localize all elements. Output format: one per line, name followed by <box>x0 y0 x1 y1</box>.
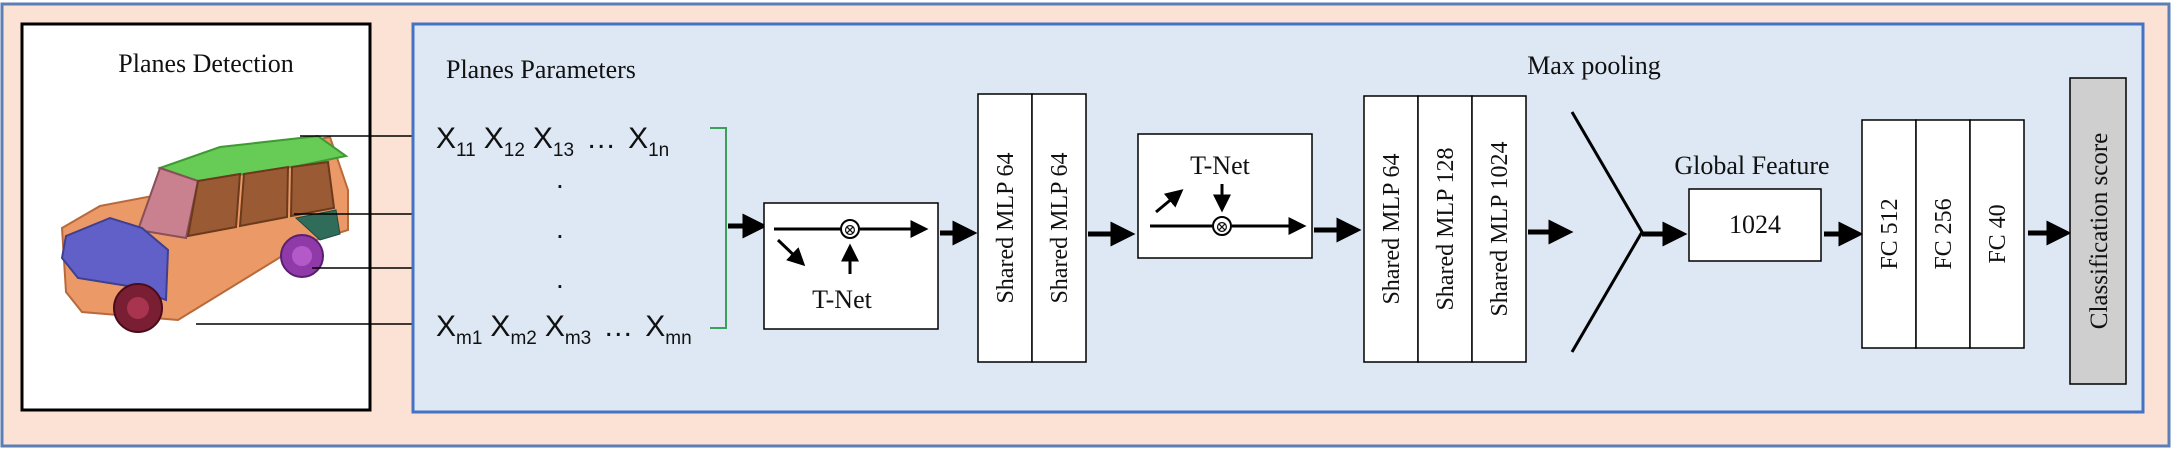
svg-text:⊗: ⊗ <box>1215 219 1228 236</box>
vdot-2: . <box>556 213 564 244</box>
mlp-block-2: Shared MLP 64 Shared MLP 128 Shared MLP … <box>1363 95 1527 363</box>
tnet2-label: T-Net <box>1190 151 1250 180</box>
mlp2-layer-2: Shared MLP 128 <box>1433 147 1459 310</box>
planes-detection-panel: Planes Detection <box>20 22 428 412</box>
mlp2-layer-1: Shared MLP 64 <box>1379 153 1405 304</box>
params-bracket <box>710 127 727 329</box>
fc-layer-3: FC 40 <box>1985 204 2011 263</box>
mlp2-layer-3: Shared MLP 1024 <box>1487 141 1513 316</box>
fc-layer-1: FC 512 <box>1877 198 1903 269</box>
mlp-block-1: Shared MLP 64 Shared MLP 64 <box>977 93 1087 363</box>
planes-detection-title: Planes Detection <box>118 49 293 78</box>
classification-score-block: Classification score <box>2069 77 2127 385</box>
multiply-icon-2 <box>1212 216 1232 236</box>
mlp1-layer-2: Shared MLP 64 <box>1047 152 1073 303</box>
tnet-block-2: T-Net ⊗ <box>1137 133 1313 259</box>
car-illustration <box>60 134 349 333</box>
tnet1-label: T-Net <box>812 285 872 314</box>
fc-block: FC 512 FC 256 FC 40 <box>1861 119 2025 349</box>
vdot-1: . <box>556 163 564 194</box>
global-feature-block: Global Feature 1024 <box>1674 151 1830 262</box>
fc-layer-2: FC 256 <box>1931 198 1957 269</box>
svg-text:⊗: ⊗ <box>843 222 856 239</box>
classification-score-label: Classification score <box>2086 133 2113 329</box>
vdot-3: . <box>556 263 564 294</box>
mlp1-layer-1: Shared MLP 64 <box>993 152 1019 303</box>
max-pooling-label: Max pooling <box>1527 51 1661 80</box>
planes-parameters-title: Planes Parameters <box>446 55 636 84</box>
global-feature-label: Global Feature <box>1674 151 1829 180</box>
tnet-block-1: ⊗ T-Net <box>763 202 939 330</box>
global-feature-value: 1024 <box>1729 210 1781 239</box>
multiply-icon-1 <box>840 219 860 239</box>
